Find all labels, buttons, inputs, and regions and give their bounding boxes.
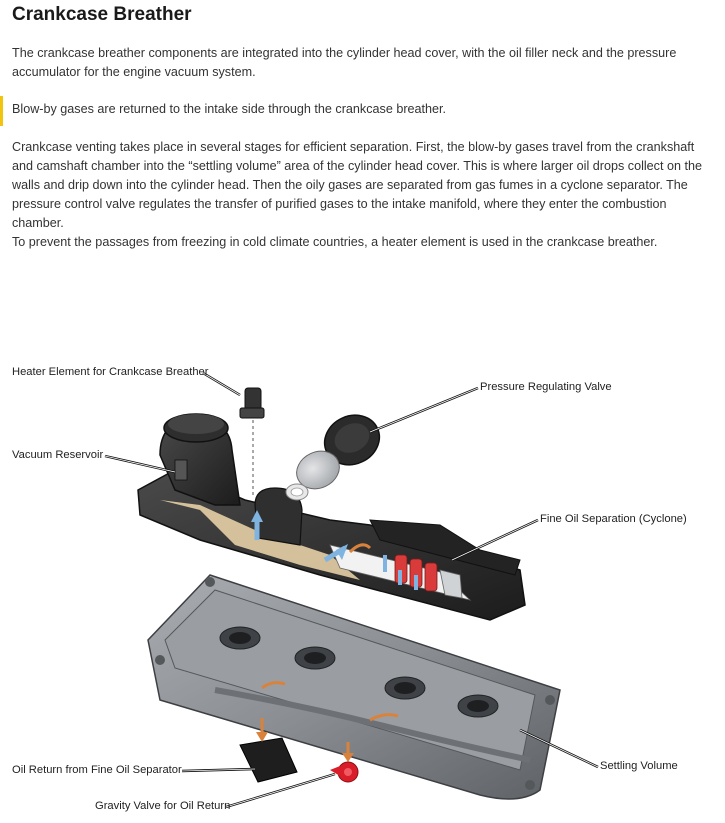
paragraph-intro: The crankcase breather components are in… <box>12 46 677 79</box>
pressure-regulating-valve <box>285 414 381 501</box>
label-heater-element: Heater Element for Crankcase Breather <box>12 366 209 378</box>
paragraph-blowby: Blow-by gases are returned to the intake… <box>12 102 447 116</box>
label-gravity-valve: Gravity Valve for Oil Return <box>95 800 231 812</box>
gravity-valve <box>330 742 359 783</box>
label-pressure-regulating-valve: Pressure Regulating Valve <box>480 381 612 393</box>
oil-return-separator <box>239 718 298 783</box>
vacuum-reservoir-neck <box>159 413 303 546</box>
leader-lines <box>104 371 599 809</box>
paragraph-venting: Crankcase venting takes place in several… <box>12 140 702 230</box>
heater-element <box>239 387 265 498</box>
label-settling-volume: Settling Volume <box>600 760 678 772</box>
label-fine-oil-separation: Fine Oil Separation (Cyclone) <box>540 513 687 525</box>
page-title: Crankcase Breather <box>12 4 192 25</box>
label-oil-return: Oil Return from Fine Oil Separator <box>12 764 182 776</box>
label-vacuum-reservoir: Vacuum Reservoir <box>12 449 104 461</box>
paragraph-heater: To prevent the passages from freezing in… <box>12 235 658 249</box>
accent-bar <box>0 96 3 126</box>
cylinder-head-cover <box>147 574 561 800</box>
